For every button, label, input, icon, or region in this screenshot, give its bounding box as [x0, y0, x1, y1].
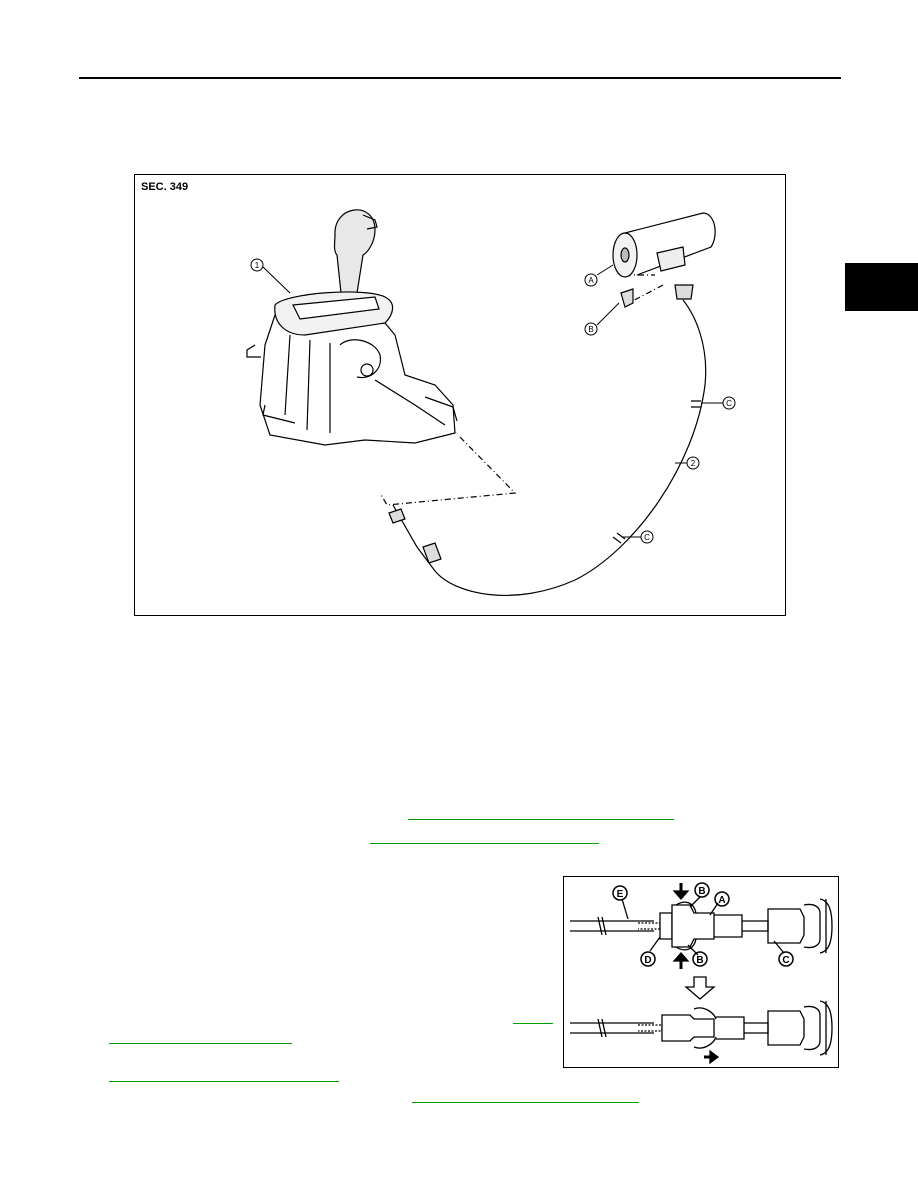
callout-2: 2 — [691, 459, 696, 468]
exploded-view-figure: 1 2 A B C C SEC. 349 — [134, 174, 786, 616]
cable-lock-drawing: E B A D B C — [570, 882, 833, 1065]
section-side-tab — [845, 263, 918, 311]
callout-1: 1 — [255, 261, 260, 270]
reference-link-6[interactable] — [412, 1102, 639, 1103]
callout-b-top: B — [698, 886, 705, 897]
cable-lock-detail-figure: E B A D B C — [563, 876, 839, 1068]
callout-a: A — [588, 276, 594, 285]
header-rule — [79, 77, 841, 79]
callout-e: E — [617, 889, 624, 900]
reference-link-5[interactable] — [109, 1081, 339, 1082]
callout-a-detail: A — [718, 895, 725, 906]
section-label: SEC. 349 — [141, 181, 189, 193]
callout-c-detail: C — [782, 955, 789, 966]
reference-link-4[interactable] — [109, 1043, 292, 1044]
callout-c-lower: C — [644, 533, 650, 542]
callout-c-upper: C — [726, 399, 732, 408]
callout-b-bottom: B — [696, 955, 703, 966]
callout-d: D — [644, 955, 651, 966]
reference-link-3[interactable] — [513, 1023, 553, 1024]
callout-b: B — [588, 325, 593, 334]
exploded-view-drawing: 1 2 A B C C — [246, 209, 736, 596]
reference-link-2[interactable] — [370, 843, 599, 844]
reference-link-1[interactable] — [408, 819, 674, 820]
